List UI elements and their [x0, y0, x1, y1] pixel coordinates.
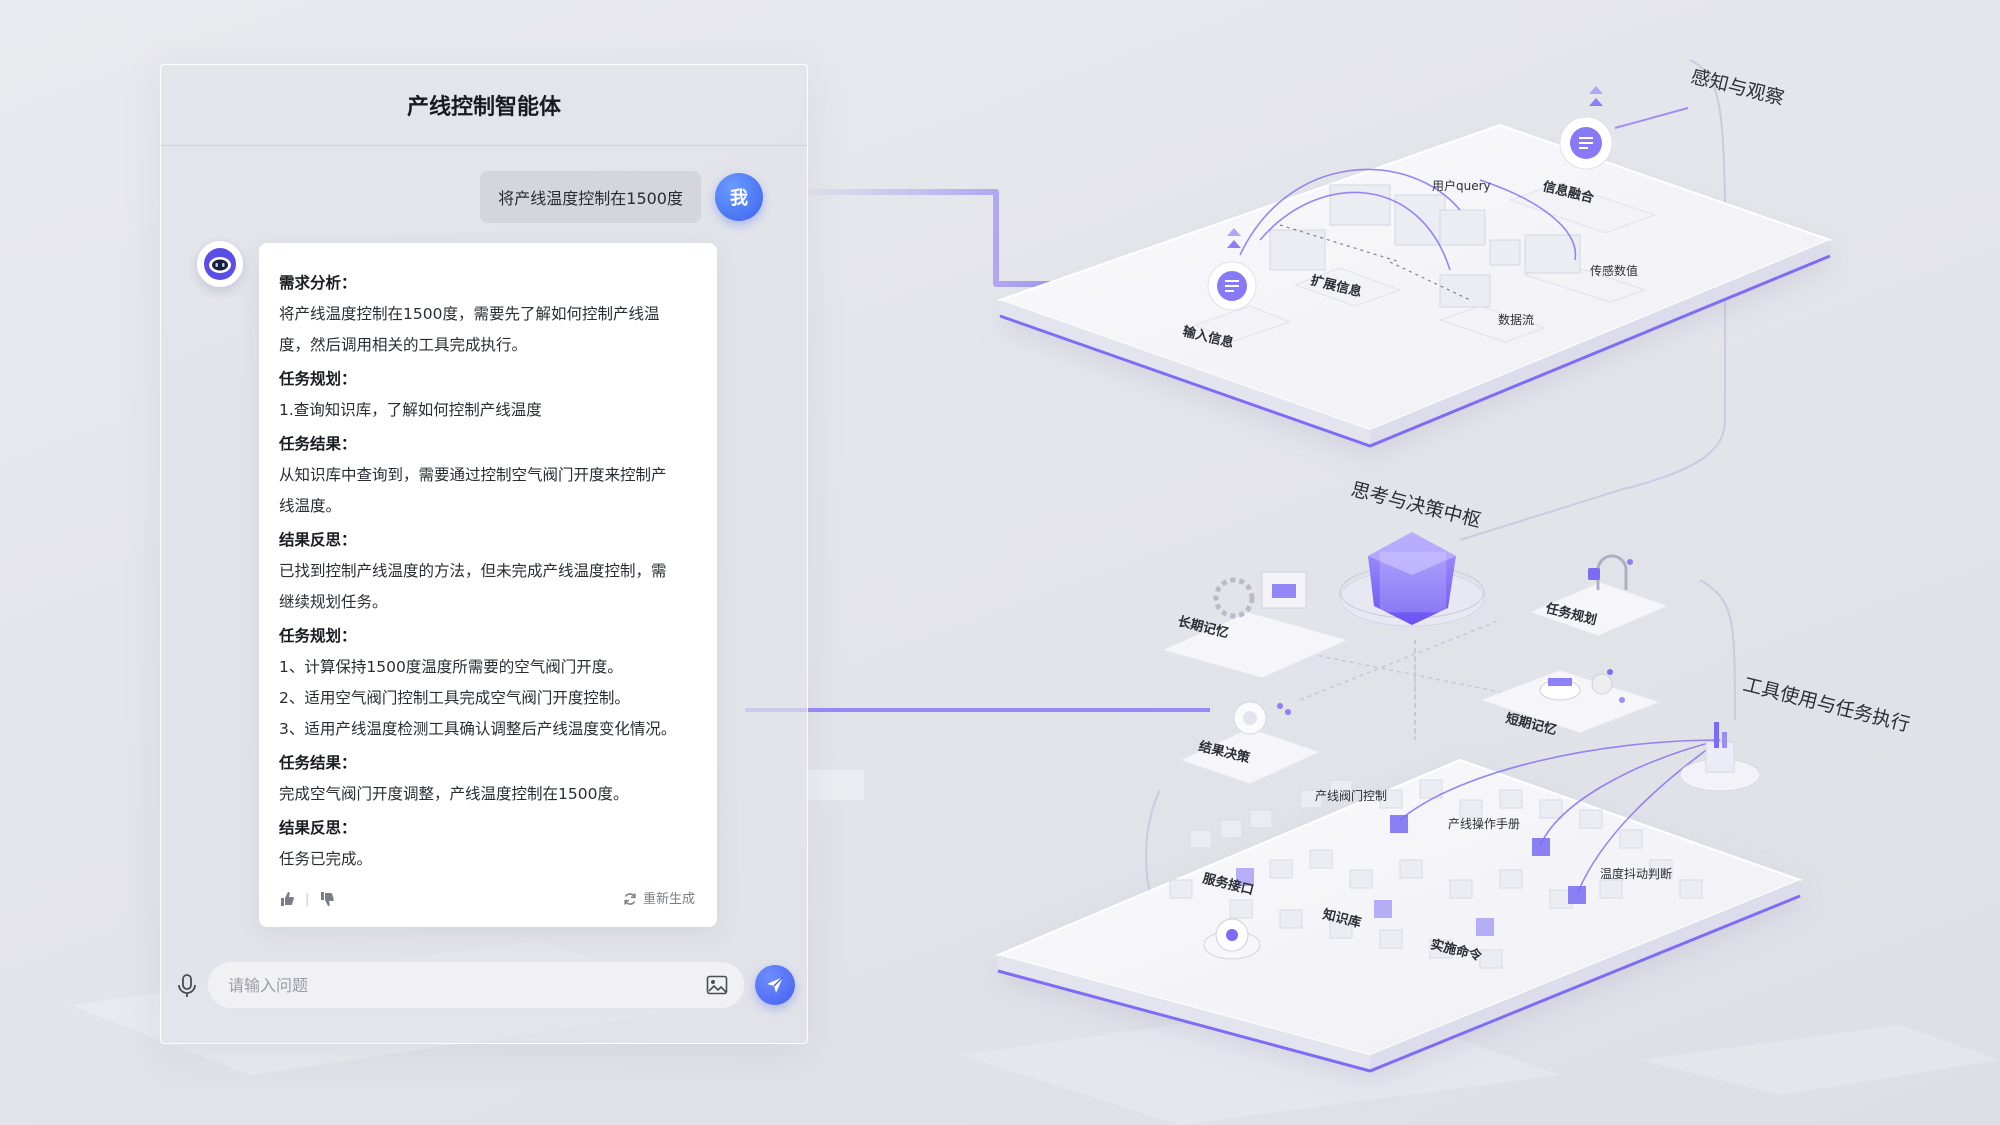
execution-title: 工具使用与任务执行	[1741, 674, 1912, 737]
label-user-query: 用户query	[1432, 178, 1491, 193]
response-section-line: 继续规划任务。	[279, 593, 388, 611]
input-info-node-icon	[1207, 228, 1257, 311]
short-memory-icon	[1539, 669, 1625, 703]
response-section-line: 1、计算保持1500度温度所需要的空气阀门开度。	[279, 658, 623, 676]
response-section-line: 3、适用产线温度检测工具确认调整后产线温度变化情况。	[279, 720, 677, 738]
response-section-line: 度，然后调用相关的工具完成执行。	[279, 336, 528, 354]
response-section-heading: 结果反思：	[279, 819, 357, 837]
label-sensor-values: 传感数值	[1590, 263, 1638, 278]
label-temp-judge: 温度抖动判断	[1600, 866, 1672, 881]
response-section-line: 完成空气阀门开度调整，产线温度控制在1500度。	[279, 785, 629, 803]
bot-response-card: 需求分析： 将产线温度控制在1500度，需要先了解如何控制产线温度，然后调用相关的…	[259, 243, 717, 927]
send-button[interactable]	[755, 965, 795, 1005]
user-avatar: 我	[715, 173, 763, 221]
response-section-line: 将产线温度控制在1500度，需要先了解如何控制产线温	[279, 305, 660, 323]
chat-input-row	[175, 961, 795, 1011]
thumbs-down-icon[interactable]	[319, 891, 335, 907]
response-section-heading: 结果反思：	[279, 531, 357, 549]
info-fusion-node-icon	[1559, 86, 1689, 170]
label-valve-control: 产线阀门控制	[1315, 788, 1387, 803]
service-interface-icon	[1203, 918, 1261, 960]
perception-title: 感知与观察	[1689, 66, 1787, 110]
question-input-box[interactable]	[207, 961, 745, 1009]
refresh-icon	[624, 893, 636, 905]
response-section-line: 线温度。	[279, 497, 342, 515]
chat-title: 产线控制智能体	[161, 65, 807, 146]
decision-core-icon	[1339, 532, 1485, 627]
robot-icon	[204, 248, 236, 280]
response-section-heading: 任务规划：	[279, 627, 357, 645]
microphone-icon[interactable]	[175, 973, 199, 999]
image-upload-icon[interactable]	[706, 975, 728, 995]
task-planning-icon	[1588, 554, 1633, 590]
response-section-line: 已找到控制产线温度的方法，但未完成产线温度控制，需	[279, 562, 667, 580]
bot-avatar	[197, 241, 243, 287]
chat-panel: 产线控制智能体 将产线温度控制在1500度 我 需求分析： 将产线温度控制在150…	[160, 64, 808, 1044]
response-section-heading: 需求分析：	[279, 274, 357, 292]
user-message-row: 将产线温度控制在1500度 我	[480, 171, 763, 223]
response-section-line: 任务已完成。	[279, 850, 373, 868]
send-icon	[767, 976, 784, 993]
response-section-heading: 任务规划：	[279, 370, 357, 388]
response-section-line: 从知识库中查询到，需要通过控制空气阀门开度来控制产	[279, 466, 667, 484]
perception-layer	[996, 123, 1833, 448]
bot-response-body: 需求分析： 将产线温度控制在1500度，需要先了解如何控制产线温度，然后调用相关的…	[279, 268, 697, 875]
thinking-layer: 思考与决策中枢	[1160, 479, 1670, 785]
thumbs-up-icon[interactable]	[279, 891, 295, 907]
label-data-flow: 数据流	[1498, 312, 1534, 327]
response-actions: | 重新生成	[279, 887, 695, 911]
regenerate-label: 重新生成	[642, 891, 695, 907]
regenerate-button[interactable]: 重新生成	[623, 884, 695, 915]
response-section-line: 1.查询知识库，了解如何控制产线温度	[279, 401, 542, 419]
execution-tower-icon	[1679, 722, 1761, 792]
user-message-bubble: 将产线温度控制在1500度	[480, 171, 701, 223]
response-section-heading: 任务结果：	[279, 435, 357, 453]
response-section-heading: 任务结果：	[279, 754, 357, 772]
long-memory-icon	[1213, 571, 1307, 619]
thinking-title: 思考与决策中枢	[1349, 479, 1483, 533]
result-decision-icon	[1233, 701, 1291, 735]
divider: |	[305, 891, 310, 907]
question-input[interactable]	[226, 974, 692, 996]
response-section-line: 2、适用空气阀门控制工具完成空气阀门开度控制。	[279, 689, 630, 707]
perception-content: 感知与观察 输入信息 扩展信息 用户query 信息融合 传感数值 数据流	[1181, 66, 1786, 352]
label-manual: 产线操作手册	[1448, 816, 1520, 831]
execution-layer	[994, 758, 1803, 1073]
